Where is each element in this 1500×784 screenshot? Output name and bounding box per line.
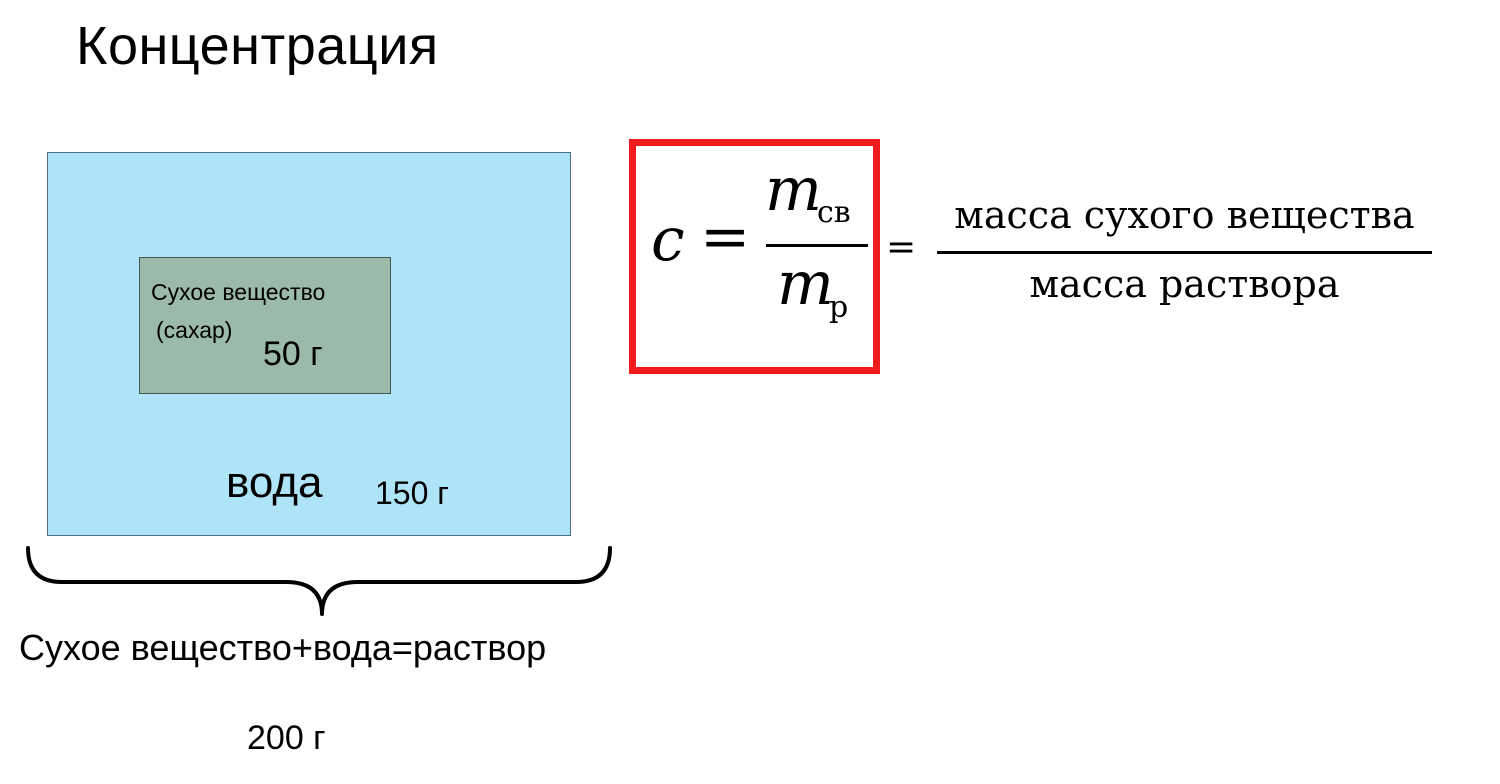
- word-fraction-bar: [937, 251, 1432, 254]
- solution-mass: 200 г: [247, 719, 326, 757]
- numerator-subscript: св: [817, 195, 851, 230]
- curly-brace-icon: [26, 546, 612, 616]
- denominator-subscript: р: [829, 290, 849, 325]
- solution-equation: Сухое вещество+вода=раствор: [19, 627, 547, 668]
- water-mass: 150 г: [375, 475, 449, 511]
- equals-sign: =: [700, 202, 751, 272]
- water-label: вода: [226, 458, 323, 507]
- numerator-mass-symbol: m: [765, 155, 822, 225]
- concentration-symbol: c: [651, 205, 685, 275]
- formula-highlight-frame: [629, 139, 880, 374]
- page-title: Концентрация: [76, 16, 439, 76]
- fraction-bar: [766, 244, 868, 247]
- solute-block: [139, 257, 391, 394]
- solute-label: Сухое вещество: [151, 279, 326, 305]
- solute-label-note: (сахар): [156, 317, 233, 343]
- word-fraction-denominator: масса раствора: [1029, 262, 1340, 306]
- word-fraction-numerator: масса сухого вещества: [954, 193, 1415, 237]
- solute-mass: 50 г: [263, 335, 323, 373]
- denominator-mass-symbol: m: [777, 249, 834, 319]
- equals-sign-2: =: [886, 227, 917, 268]
